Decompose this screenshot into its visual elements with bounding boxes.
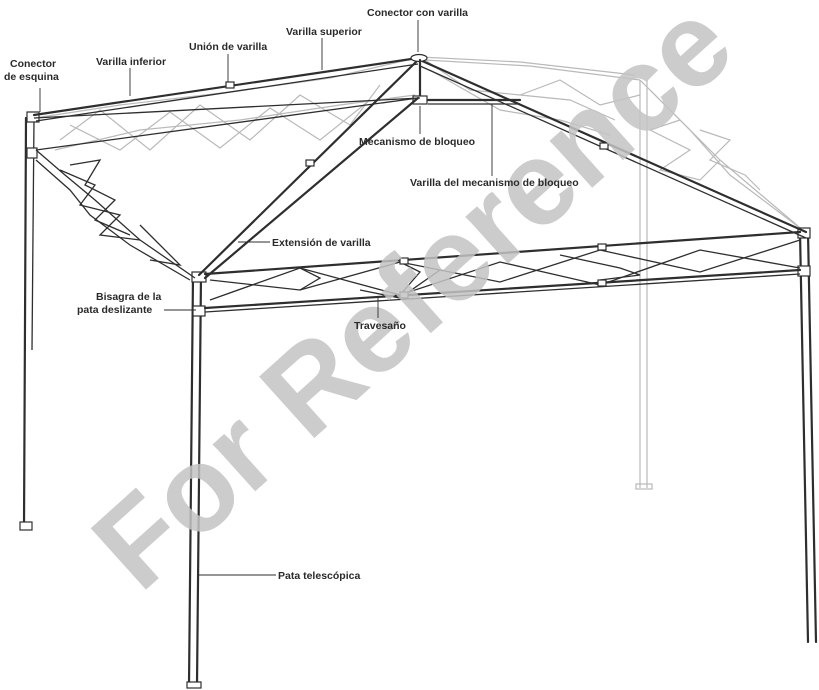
watermark: For Reference — [68, 0, 757, 614]
label-extension-de-varilla: Extensión de varilla — [272, 237, 371, 249]
label-bisagra-line1: Bisagra de la — [96, 291, 162, 303]
label-travesano: Travesaño — [354, 320, 406, 332]
labels: Conector con varilla Varilla superior Un… — [4, 7, 579, 582]
label-bisagra-line2: pata deslizante — [77, 304, 152, 316]
label-conector-esquina-line2: de esquina — [4, 71, 59, 83]
leader-lines — [39, 20, 493, 576]
label-mecanismo-de-bloqueo: Mecanismo de bloqueo — [359, 136, 475, 148]
label-pata-telescopica: Pata telescópica — [278, 570, 360, 582]
label-varilla-mecanismo: Varilla del mecanismo de bloqueo — [410, 177, 579, 189]
label-union-de-varilla: Unión de varilla — [189, 41, 267, 53]
label-conector-con-varilla: Conector con varilla — [367, 7, 468, 19]
main-frame — [19, 53, 818, 689]
watermark-text: For Reference — [68, 0, 757, 614]
label-varilla-superior: Varilla superior — [286, 26, 362, 38]
label-varilla-inferior: Varilla inferior — [96, 56, 166, 68]
label-conector-esquina-line1: Conector — [10, 58, 56, 70]
